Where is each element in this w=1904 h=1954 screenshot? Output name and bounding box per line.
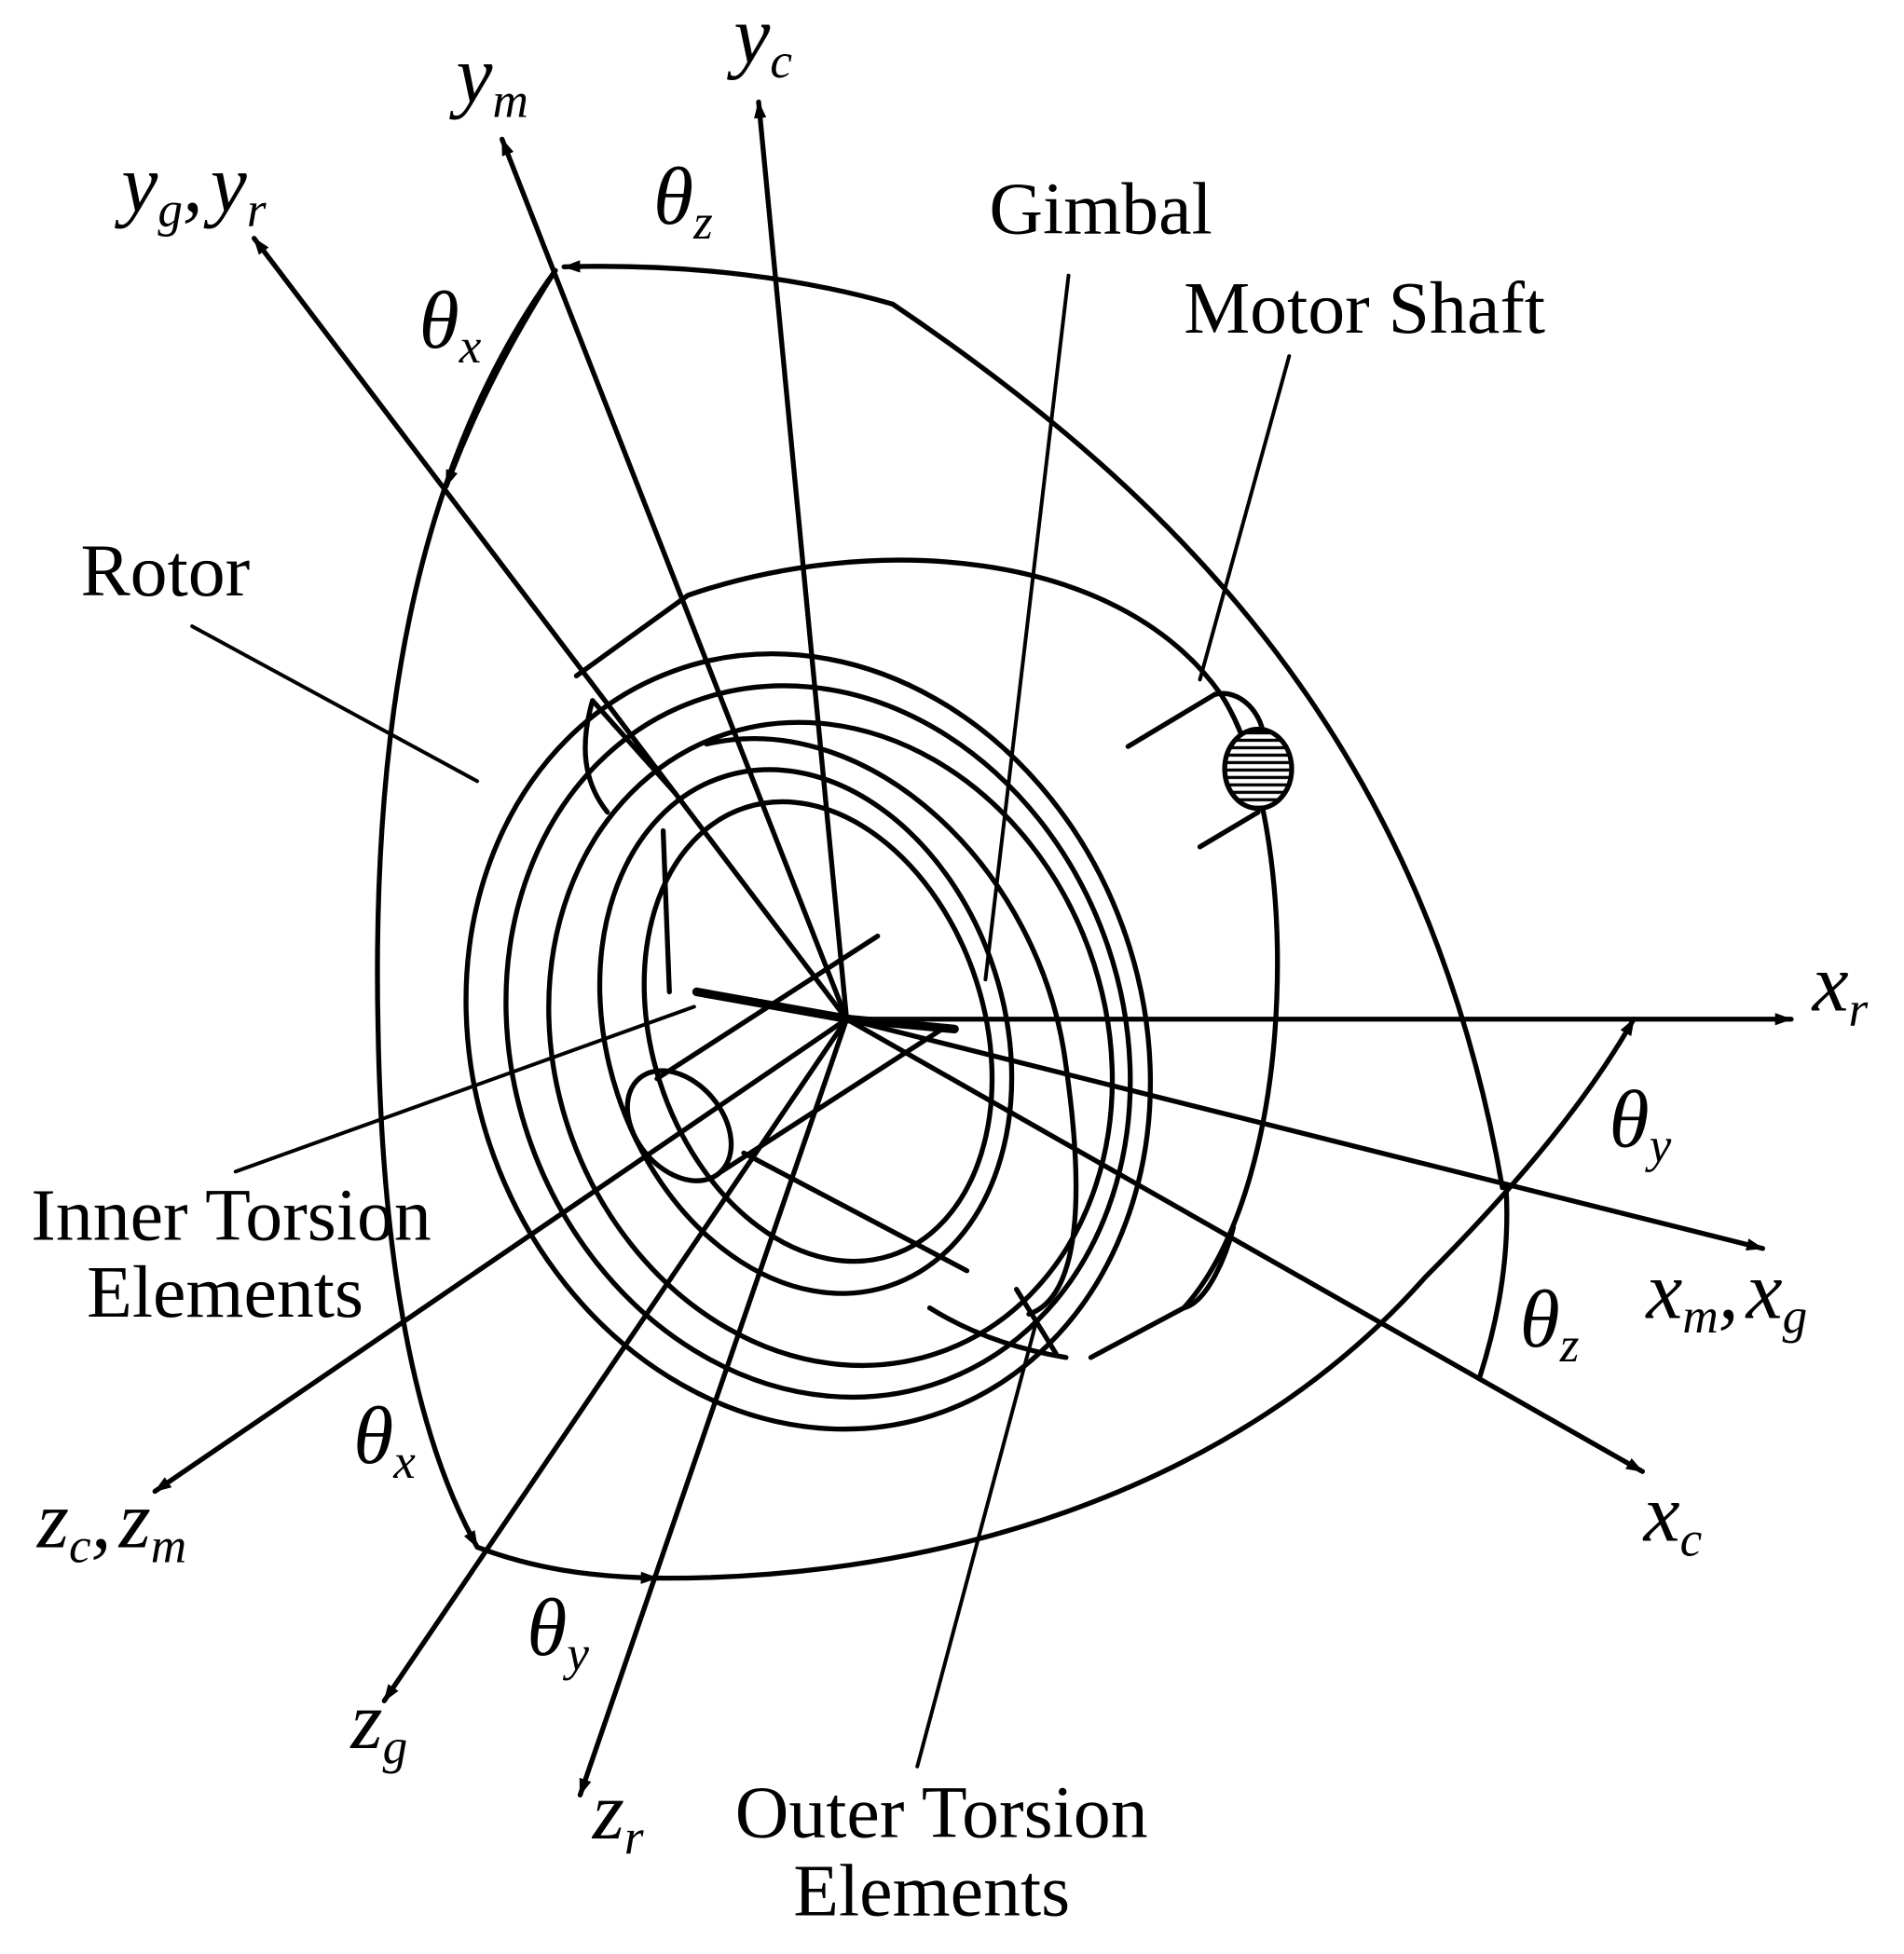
inner-spoke-lower	[741, 1150, 970, 1274]
theta-x-arc-left	[375, 267, 558, 1550]
label-theta-x-bottom: θx	[353, 1390, 416, 1489]
gimbal-lower-edge	[926, 1305, 1069, 1360]
angle-labels: θz θx θy θz θx θy	[353, 151, 1671, 1681]
gimbal-body	[463, 557, 1294, 1432]
axis-zg	[381, 1017, 850, 1703]
leader-outer-torsion	[915, 1324, 1037, 1769]
axis-zc-zm	[152, 1017, 850, 1495]
angle-arcs	[375, 260, 1637, 1584]
leader-lines	[190, 273, 1292, 1769]
rotor-left-lip	[582, 698, 610, 815]
theta-y-arc-right	[654, 1017, 1637, 1581]
theta-z-arc-right	[1477, 1184, 1510, 1379]
theta-z-arc-top	[561, 260, 1505, 1191]
label-gimbal: Gimbal	[989, 168, 1212, 250]
axis-xc	[843, 1017, 1646, 1474]
label-outer-torsion-line1: Outer Torsion	[735, 1772, 1148, 1854]
label-inner-torsion-line1: Inner Torsion	[31, 1174, 431, 1256]
label-axis-xm-xg: xm,xg	[1644, 1245, 1807, 1344]
motor-shaft-end	[1222, 726, 1294, 812]
rotor-outer-ring-inner	[503, 683, 1133, 1401]
axis-xm-xg	[843, 1017, 1766, 1251]
inner-ring-outer	[596, 767, 1015, 1296]
label-axis-xr: xr	[1811, 937, 1869, 1036]
motor-shaft-bottom-edge	[1197, 809, 1261, 850]
axis-yg-yr	[252, 236, 850, 1022]
label-axis-zg: zg	[349, 1675, 407, 1774]
motor-shaft-top-edge	[1125, 691, 1218, 749]
axis-zr	[577, 1017, 850, 1798]
label-inner-torsion-line2: Elements	[87, 1251, 363, 1333]
outer-torsion-bar-bottom	[1014, 1287, 1059, 1357]
leader-inner-torsion	[233, 1004, 696, 1174]
coordinate-axes	[152, 99, 1794, 1798]
label-theta-y-bottom: θy	[527, 1582, 589, 1681]
gimbal-inner-crescent	[704, 736, 1079, 1317]
component-labels: Gimbal Motor Shaft Rotor Inner Torsion E…	[31, 168, 1545, 1932]
label-axis-yc: yc	[726, 0, 792, 89]
axis-ym	[500, 136, 850, 1022]
label-rotor: Rotor	[80, 530, 250, 612]
axis-labels: yc ym yg,yr xr xm,xg xc zc,zm zg zr	[36, 0, 1869, 1865]
inner-spoke-left	[660, 827, 672, 995]
leader-motor-shaft	[1198, 354, 1292, 682]
label-axis-zc-zm: zc,zm	[36, 1474, 186, 1573]
theta-y-arc-bottom	[474, 1544, 660, 1584]
axis-yc	[754, 99, 850, 1022]
label-theta-y-right: θy	[1609, 1074, 1671, 1173]
gimbal-ring	[546, 719, 1116, 1369]
label-axis-ym: ym	[448, 29, 527, 128]
label-theta-x-top: θx	[419, 275, 482, 374]
center-shaft-bottom-edge	[719, 1026, 945, 1174]
label-axis-zr: zr	[592, 1766, 644, 1865]
leader-rotor	[190, 624, 480, 784]
label-theta-z-right: θz	[1520, 1274, 1580, 1373]
theta-x-arc-top-upper	[444, 267, 558, 489]
inner-ring-inner	[641, 799, 995, 1264]
label-axis-xc: xc	[1642, 1469, 1703, 1567]
rotor-outer-ring	[463, 651, 1154, 1432]
leader-gimbal	[983, 273, 1071, 982]
label-theta-z-top: θz	[653, 151, 713, 250]
label-motor-shaft: Motor Shaft	[1184, 267, 1545, 349]
label-outer-torsion-line2: Elements	[793, 1850, 1070, 1932]
label-axis-yg-yr: yg,yr	[114, 139, 266, 238]
